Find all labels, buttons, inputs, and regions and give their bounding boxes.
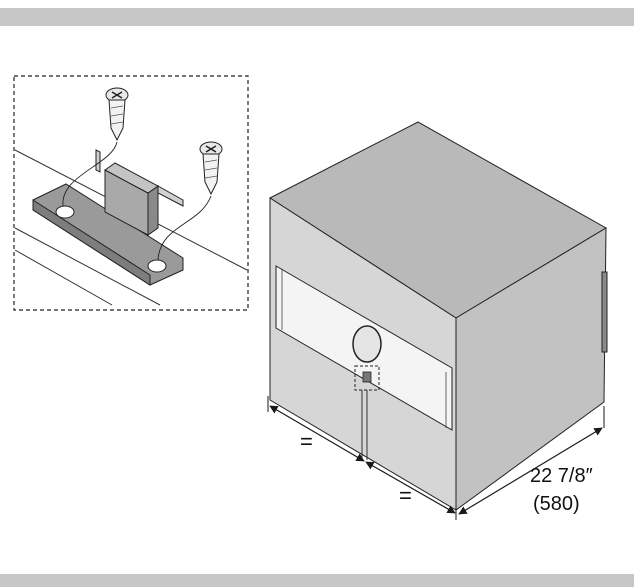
fireplace-unit <box>269 121 608 511</box>
bracket-location <box>362 371 372 383</box>
right-half-dimension <box>365 461 456 514</box>
dimension-lines <box>267 396 605 520</box>
equal-mark-left: = <box>300 429 313 454</box>
screw <box>199 141 223 196</box>
equal-mark-right: = <box>399 483 412 508</box>
bottom-band <box>0 574 634 587</box>
screw-hole <box>147 259 167 273</box>
side-handle <box>601 271 608 353</box>
left-half-dimension <box>269 405 365 462</box>
mounting-bracket <box>32 149 184 286</box>
depth-dimension-inches: 22 7/8″ <box>530 465 593 487</box>
round-port <box>352 325 382 363</box>
depth-dimension <box>458 427 603 515</box>
top-band <box>0 8 634 26</box>
screw-guide-line <box>62 141 118 207</box>
surface-edge-line <box>14 249 113 306</box>
depth-dimension-mm: (580) <box>533 493 580 515</box>
detail-inset <box>13 75 249 311</box>
screw-guide-line <box>157 195 212 261</box>
screw-hole <box>55 205 75 219</box>
surface-edge-line <box>14 227 161 306</box>
screw <box>105 87 129 142</box>
